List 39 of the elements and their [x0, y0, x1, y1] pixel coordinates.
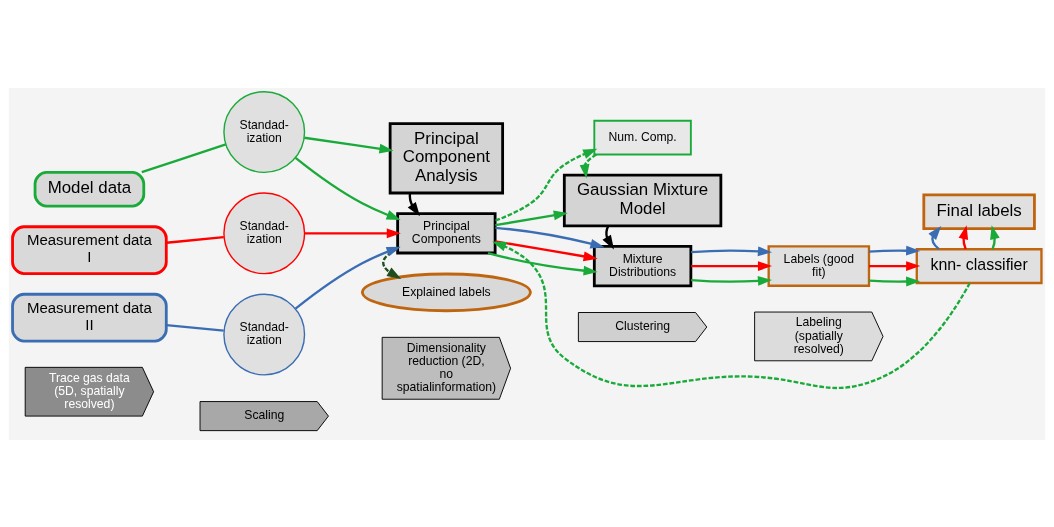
- arrow: [868, 276, 921, 286]
- node-box: Num. Comp.: [593, 119, 692, 155]
- arrow: [294, 246, 401, 310]
- arrow: [492, 240, 971, 389]
- arrow: [602, 225, 614, 249]
- arrow: [495, 226, 605, 248]
- arrow: [495, 148, 598, 222]
- arrow: [495, 209, 568, 226]
- node-box: knn- classifier: [915, 247, 1043, 284]
- node-box: Measurement data I: [11, 224, 168, 275]
- arrow: [487, 251, 598, 276]
- arrow: [294, 156, 401, 220]
- node-box: Mixture Distributions: [592, 244, 693, 287]
- arrow: [691, 260, 772, 271]
- arrow: [304, 227, 401, 238]
- node-circle: Standad- ization: [223, 90, 306, 173]
- arrow: [579, 153, 597, 178]
- arrow: [868, 245, 921, 256]
- node-circle: Standad- ization: [223, 293, 306, 376]
- node-circle: Standad- ization: [223, 191, 306, 274]
- arrow: [691, 275, 772, 286]
- arrow: [495, 239, 598, 261]
- node-box: Model data: [33, 170, 146, 207]
- connector: [166, 235, 224, 244]
- connector: [141, 142, 227, 173]
- node-ellipse: Explained labels: [360, 272, 532, 312]
- arrow: [990, 224, 1000, 250]
- node-box: Final labels: [922, 192, 1036, 230]
- node-box: Principal Component Analysis: [388, 121, 505, 194]
- arrow: [691, 245, 772, 256]
- connector: [166, 323, 224, 332]
- node-box: Measurement data II: [11, 292, 168, 342]
- arrow: [382, 247, 402, 279]
- node-box: Gaussian Mixture Model: [562, 173, 723, 227]
- node-box: Labels (good fit): [767, 244, 871, 287]
- node-box: Principal Components: [396, 211, 497, 254]
- arrow: [869, 260, 921, 271]
- arrow: [928, 225, 942, 250]
- arrow: [304, 136, 394, 154]
